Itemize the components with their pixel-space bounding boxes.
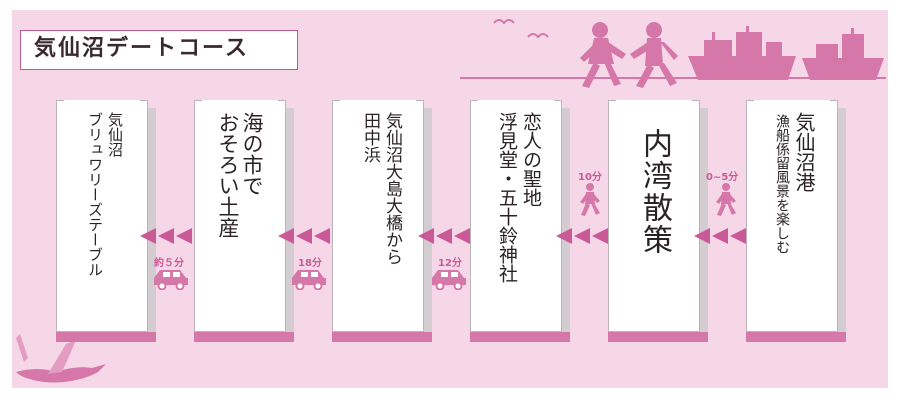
title-box xyxy=(20,30,298,70)
stop-card-brewery: 気仙沼 ブリュワリーズテーブル xyxy=(56,100,156,342)
stop-name-line-2: 浮見堂・五十鈴神社 xyxy=(496,112,518,283)
walking-person-icon xyxy=(580,183,600,216)
horizon-line xyxy=(460,77,886,79)
stop-name-line-1: 恋人の聖地 xyxy=(520,112,542,207)
fishing-boats-icon xyxy=(688,26,884,80)
direction-arrows xyxy=(694,228,746,244)
car-icon xyxy=(432,270,466,290)
travel-time-label: 約５分 xyxy=(154,258,184,269)
travel-time-label: 18分 xyxy=(298,258,322,269)
direction-arrows xyxy=(278,228,330,244)
stop-card-lovers-sanctuary: 恋人の聖地 浮見堂・五十鈴神社 xyxy=(470,100,570,342)
car-icon xyxy=(292,270,326,290)
travel-time-label: 10分 xyxy=(578,172,602,183)
stop-card-naiwan-stroll: 内湾散策 xyxy=(608,100,708,342)
stop-name-line-2: 漁船係留風景を楽しむ xyxy=(774,114,790,254)
direction-arrows xyxy=(418,228,470,244)
couple-walking-icon xyxy=(580,22,678,88)
seagull-icon xyxy=(16,334,106,383)
stop-name-line-1: 気仙沼 xyxy=(106,112,124,157)
stop-name-line-2: ブリュワリーズテーブル xyxy=(86,112,104,277)
stop-name-line-1: 気仙沼港 xyxy=(792,112,816,192)
stop-name-line-2: おそろい土産 xyxy=(216,112,240,238)
direction-arrows xyxy=(140,228,192,244)
page-title: 気仙沼デートコース xyxy=(34,36,249,61)
stop-name-line-1: 海の市で xyxy=(240,112,264,196)
walking-person-icon xyxy=(716,183,736,216)
direction-arrows xyxy=(556,228,608,244)
stop-name-line-1: 気仙沼大島大橋から xyxy=(382,112,402,265)
travel-time-label: 0~5分 xyxy=(706,172,739,183)
stop-name-line-2: 田中浜 xyxy=(360,112,380,163)
stop-card-umi-no-ichi: 海の市で おそろい土産 xyxy=(194,100,294,342)
stop-name-line-1: 内湾散策 xyxy=(637,128,672,256)
travel-time-label: 12分 xyxy=(438,258,462,269)
stop-card-kesennuma-port: 気仙沼港 漁船係留風景を楽しむ xyxy=(746,100,846,342)
car-icon xyxy=(154,270,188,290)
stop-card-oshima-bridge: 気仙沼大島大橋から 田中浜 xyxy=(332,100,432,342)
birds-icon xyxy=(493,19,549,39)
